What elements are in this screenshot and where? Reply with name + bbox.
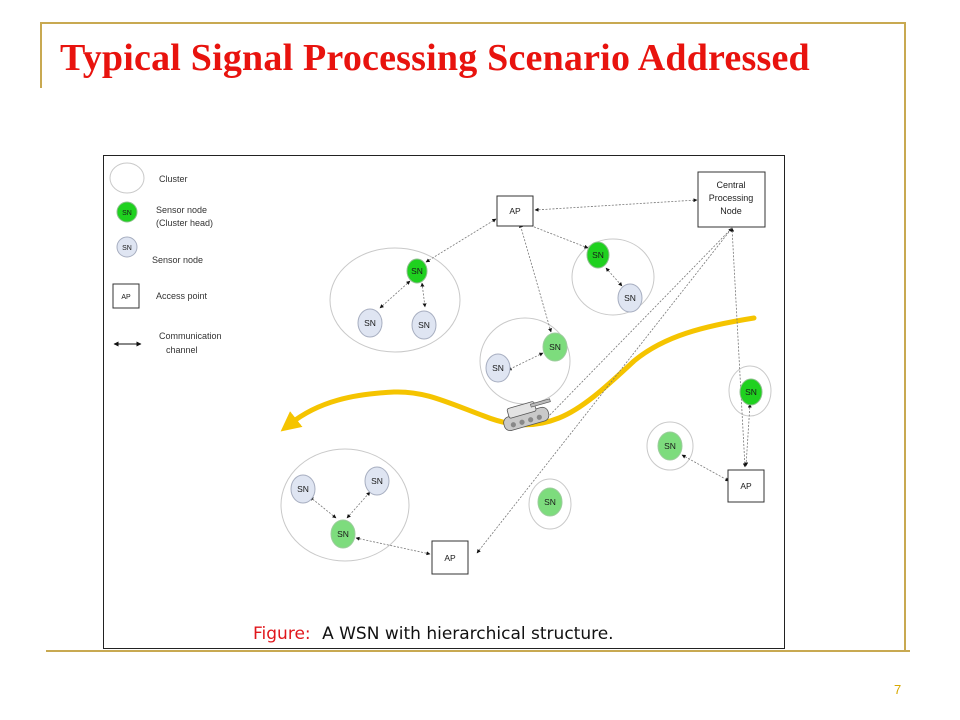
link-head3-ap1 bbox=[519, 223, 552, 333]
access-point-3: AP bbox=[431, 540, 469, 575]
cpn-label-1: Central bbox=[716, 180, 745, 190]
cluster-head-6: SN bbox=[739, 378, 763, 406]
sensor-node-5-label: SN bbox=[297, 484, 309, 494]
sensor-node-5: SN bbox=[290, 474, 316, 504]
sensor-node-3-label: SN bbox=[624, 293, 636, 303]
sensor-node-2: SN bbox=[411, 310, 437, 340]
wsn-figure: Cluster SN Sensor node (Cluster head) SN… bbox=[103, 155, 785, 649]
legend-access-point-label: Access point bbox=[156, 291, 208, 301]
sensor-node-7-label: SN bbox=[544, 497, 556, 507]
sensor-node-1: SN bbox=[357, 308, 383, 338]
caption-text: A WSN with hierarchical structure. bbox=[322, 624, 614, 644]
cluster-1 bbox=[329, 247, 461, 353]
link-cpn-tank bbox=[543, 227, 733, 422]
legend-sensor-node-sn: SN bbox=[122, 245, 132, 252]
sensor-node-6: SN bbox=[364, 466, 390, 496]
link-head3-sn4 bbox=[507, 352, 544, 371]
cpn-label-2: Processing bbox=[709, 193, 754, 203]
cluster-head-2: SN bbox=[586, 241, 610, 269]
cluster-head-4-label: SN bbox=[337, 529, 349, 539]
link-head1-sn1 bbox=[379, 280, 411, 309]
cluster-head-3: SN bbox=[542, 332, 568, 362]
sensor-node-4: SN bbox=[485, 353, 511, 383]
cluster-head-1: SN bbox=[406, 258, 428, 284]
legend-cluster-symbol bbox=[109, 162, 145, 194]
link-head1-sn2 bbox=[420, 282, 427, 308]
legend-access-point-symbol bbox=[112, 283, 140, 309]
cluster-4 bbox=[280, 448, 410, 562]
cluster-head-3-label: SN bbox=[549, 342, 561, 352]
page-number: 7 bbox=[894, 682, 902, 697]
cluster-head-6-label: SN bbox=[745, 387, 757, 397]
sensor-node-2-label: SN bbox=[418, 320, 430, 330]
link-ap1-cpn bbox=[534, 198, 698, 212]
legend-channel-label-2: channel bbox=[166, 345, 198, 355]
legend: Cluster SN Sensor node (Cluster head) SN… bbox=[109, 162, 222, 355]
legend-cluster-head-sn: SN bbox=[122, 210, 132, 217]
legend-cluster-head-label-2: (Cluster head) bbox=[156, 218, 213, 228]
sensor-node-1-label: SN bbox=[364, 318, 376, 328]
access-point-1: AP bbox=[496, 195, 534, 227]
top-rule bbox=[40, 22, 904, 24]
cluster-2 bbox=[571, 238, 655, 316]
sensor-node-8-label: SN bbox=[664, 441, 676, 451]
sensor-node-3: SN bbox=[617, 283, 643, 313]
legend-access-point-ap: AP bbox=[121, 294, 131, 301]
link-head1-ap1 bbox=[425, 218, 497, 263]
bottom-rule bbox=[46, 650, 910, 652]
link-ap2-cpn bbox=[730, 227, 747, 468]
legend-cluster-head-label-1: Sensor node bbox=[156, 205, 207, 215]
caption-prefix: Figure: bbox=[253, 624, 311, 644]
legend-sensor-node-label: Sensor node bbox=[152, 255, 203, 265]
link-sn10-ap2 bbox=[681, 454, 730, 482]
link-head4-sn5 bbox=[309, 496, 337, 519]
sensor-node-7: SN bbox=[537, 487, 563, 517]
central-processing-node: Central Processing Node bbox=[697, 171, 766, 228]
sensor-node-6-label: SN bbox=[371, 476, 383, 486]
legend-sensor-node-symbol bbox=[116, 236, 138, 258]
cluster-head-1-label: SN bbox=[411, 266, 423, 276]
tank-icon bbox=[503, 398, 551, 432]
link-ap3-cpn bbox=[476, 227, 733, 554]
link-head2-sn3 bbox=[605, 267, 623, 287]
sensor-node-4-label: SN bbox=[492, 363, 504, 373]
access-point-3-label: AP bbox=[444, 553, 456, 563]
cluster-head-2-label: SN bbox=[592, 250, 604, 260]
access-point-2: AP bbox=[727, 469, 765, 503]
right-rule bbox=[904, 22, 906, 650]
legend-cluster-label: Cluster bbox=[159, 174, 188, 184]
left-rule bbox=[40, 22, 42, 88]
link-head4-sn6 bbox=[346, 491, 371, 519]
access-point-2-label: AP bbox=[740, 481, 752, 491]
access-point-1-label: AP bbox=[509, 206, 521, 216]
legend-channel-label-1: Communication bbox=[159, 331, 222, 341]
slide-title: Typical Signal Processing Scenario Addre… bbox=[60, 37, 810, 79]
link-head6-ap2 bbox=[744, 403, 752, 467]
link-head4-ap3 bbox=[355, 536, 431, 556]
cpn-label-3: Node bbox=[720, 206, 742, 216]
sensor-node-8: SN bbox=[657, 431, 683, 461]
link-head2-ap1 bbox=[523, 222, 589, 249]
legend-cluster-head-symbol bbox=[116, 201, 138, 223]
cluster-head-4: SN bbox=[330, 519, 356, 549]
figure-caption: Figure: A WSN with hierarchical structur… bbox=[253, 624, 614, 644]
